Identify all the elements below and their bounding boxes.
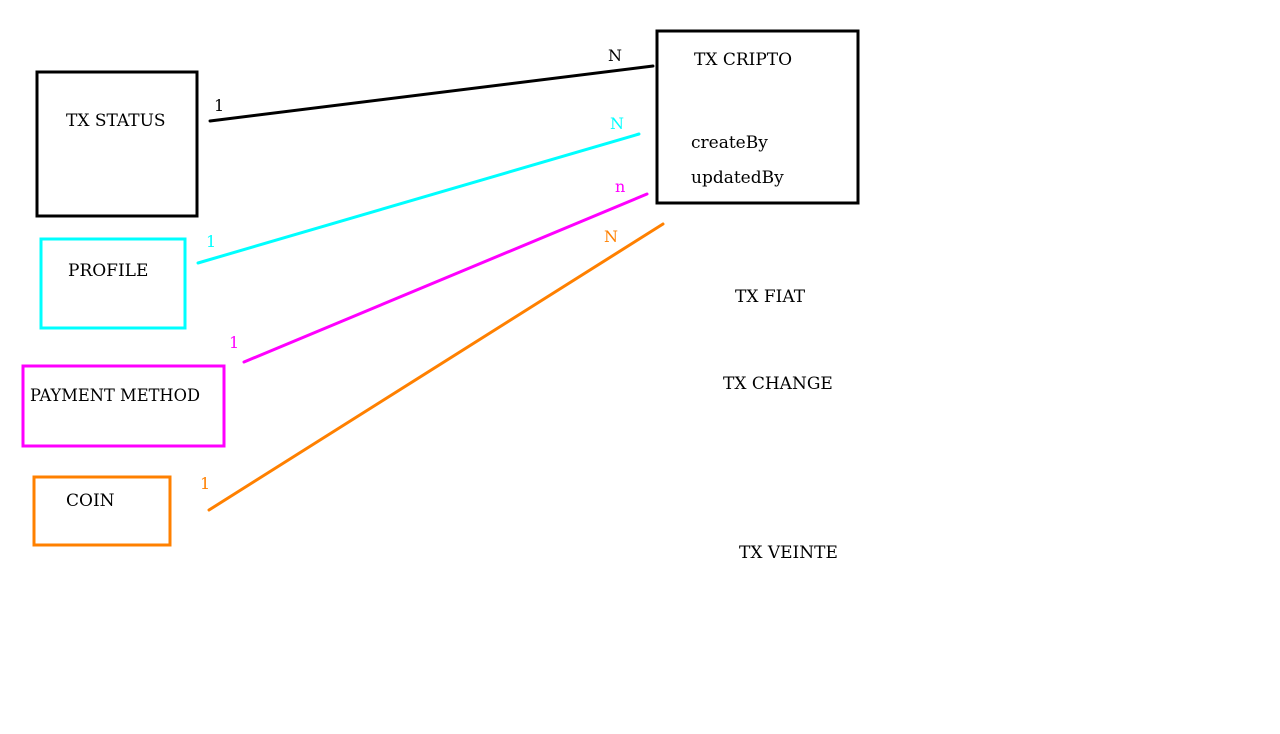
relation-status-cripto-from-card: 1 <box>214 96 224 115</box>
entity-payment-method-label: PAYMENT METHOD <box>30 386 200 406</box>
relation-status-cripto-to-card: N <box>608 46 622 65</box>
relation-payment-cripto-to-card: n <box>615 177 625 196</box>
table-tx-fiat-label[interactable]: TX FIAT <box>735 287 806 307</box>
table-tx-veinte-label[interactable]: TX VEINTE <box>739 543 838 563</box>
entity-tx-cripto-box <box>655 29 860 205</box>
entity-tx-status[interactable]: TX STATUS <box>35 70 199 218</box>
relation-payment-cripto-from-card: 1 <box>229 333 239 352</box>
entity-tx-status-box <box>35 70 199 218</box>
relation-profile-cripto: 1 N <box>196 114 641 265</box>
relation-coin-cripto: 1 N <box>200 222 665 512</box>
entity-tx-status-label: TX STATUS <box>66 111 166 131</box>
relation-coin-cripto-to-card: N <box>604 227 618 246</box>
table-tx-change-label[interactable]: TX CHANGE <box>723 374 833 394</box>
entity-tx-cripto-field-createby: createBy <box>691 133 768 153</box>
entity-tx-cripto-field-updatedby: updatedBy <box>691 168 784 188</box>
entity-coin[interactable]: COIN <box>32 475 172 547</box>
relation-profile-cripto-from-card: 1 <box>206 232 216 251</box>
relation-coin-cripto-from-card: 1 <box>200 474 210 493</box>
relation-status-cripto: 1 N <box>208 46 655 123</box>
relation-status-cripto-line <box>208 64 655 123</box>
entity-coin-box <box>32 475 172 547</box>
entity-payment-method[interactable]: PAYMENT METHOD <box>21 364 226 448</box>
entity-profile-box <box>39 237 187 330</box>
entity-profile[interactable]: PROFILE <box>39 237 187 330</box>
entity-profile-label: PROFILE <box>68 261 148 281</box>
relation-profile-cripto-line <box>196 132 641 265</box>
entity-tx-cripto[interactable]: TX CRIPTO createBy updatedBy <box>655 29 860 205</box>
relation-payment-cripto-line <box>242 192 649 364</box>
relation-coin-cripto-line <box>207 222 665 512</box>
relation-payment-cripto: 1 n <box>229 177 649 364</box>
entity-tx-cripto-label: TX CRIPTO <box>694 50 792 70</box>
entity-coin-label: COIN <box>66 491 115 511</box>
relation-profile-cripto-to-card: N <box>610 114 624 133</box>
entity-payment-method-box <box>21 364 226 448</box>
